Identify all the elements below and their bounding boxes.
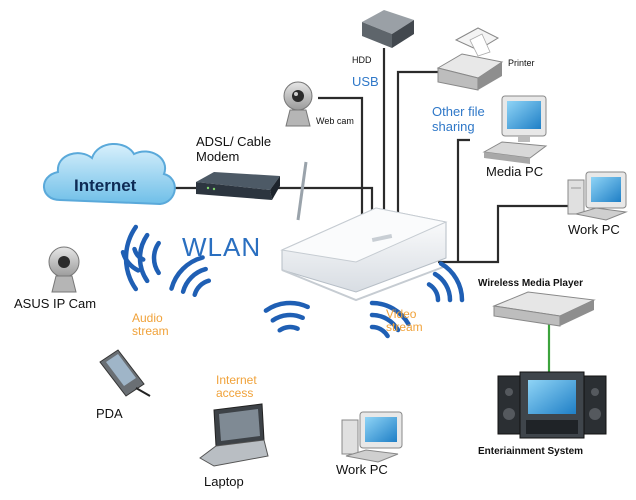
wlan-label: WLAN <box>182 232 262 262</box>
wireless-media-player-label: Wireless Media Player <box>478 278 583 289</box>
wave-upper-left-arc-1 <box>132 246 146 262</box>
wave-lower-left-arc-2 <box>180 266 208 294</box>
modem-label-line1: ADSL/ Cable <box>196 134 272 149</box>
work-pc-bottom-device <box>341 411 403 463</box>
printer-label: Printer <box>508 58 535 68</box>
printer-device <box>436 27 504 91</box>
hdd-label: HDD <box>352 55 372 65</box>
wave-bottom-right-arc-1 <box>369 324 390 339</box>
media-pc-label: Media PC <box>486 164 544 179</box>
hdd-device <box>362 10 414 48</box>
internet-access-label: Internet access <box>216 374 257 400</box>
internet-access-line2: access <box>216 386 254 400</box>
laptop-device <box>199 403 269 467</box>
wave-bottom-arc-3 <box>263 300 310 313</box>
audio-stream-label: Audio stream <box>132 312 169 338</box>
wave-right-arc-3 <box>438 261 465 303</box>
wave-bottom-right-arc-3 <box>369 300 411 327</box>
wave-bottom-arc-1 <box>277 324 300 333</box>
wireless-waves <box>120 224 465 339</box>
other-file-sharing-line1: Other file <box>432 104 485 119</box>
laptop-label: Laptop <box>204 474 244 489</box>
entertainment-system-device <box>497 371 607 439</box>
wave-right-arc-1 <box>426 282 441 303</box>
asus-ip-cam-device <box>48 246 80 293</box>
modem-label-line2: Modem <box>196 149 240 164</box>
wave-lower-left-arc-1 <box>192 278 212 298</box>
usb-label: USB <box>352 74 379 89</box>
cable-webcam-router <box>318 96 364 225</box>
other-file-sharing-label: Other file sharing <box>432 104 485 134</box>
internet-cloud <box>43 143 176 206</box>
internet-access-line1: Internet <box>216 373 257 387</box>
work-pc-right-label: Work PC <box>568 222 620 237</box>
video-stream-line1: Video <box>386 307 417 321</box>
audio-stream-line1: Audio <box>132 311 163 325</box>
other-file-sharing-line2: sharing <box>432 119 475 134</box>
webcam-label: Web cam <box>316 116 354 126</box>
router-device <box>280 161 448 302</box>
pda-device <box>99 349 151 397</box>
modem-device <box>196 172 280 200</box>
cable-workpc-router <box>438 204 568 264</box>
wave-lower-left-arc-3 <box>169 255 205 291</box>
asus-ip-cam-label: ASUS IP Cam <box>14 296 97 311</box>
modem-label: ADSL/ Cable Modem <box>196 134 271 164</box>
wave-left-arc-1 <box>151 240 161 276</box>
cable-mediapc-router <box>456 138 470 262</box>
wave-right-arc-2 <box>432 271 453 303</box>
cable-printer-router <box>396 70 438 225</box>
video-stream-line2: stream <box>386 320 423 334</box>
work-pc-bottom-label: Work PC <box>336 462 388 477</box>
wave-bottom-arc-2 <box>270 312 305 323</box>
work-pc-right-device <box>567 171 628 221</box>
video-stream-label: Video stream <box>386 308 423 334</box>
audio-stream-line2: stream <box>132 324 169 338</box>
wired-cables <box>158 48 568 372</box>
media-pc-device <box>482 95 548 164</box>
entertainment-system-label: Enteriainment System <box>478 446 584 457</box>
webcam-device <box>283 81 313 127</box>
wireless-media-player-device <box>492 291 596 327</box>
wave-upper-left-arc-2 <box>120 249 141 273</box>
wave-bottom-right-arc-2 <box>369 312 401 333</box>
pda-label: PDA <box>96 406 123 421</box>
internet-label: Internet <box>74 176 137 195</box>
